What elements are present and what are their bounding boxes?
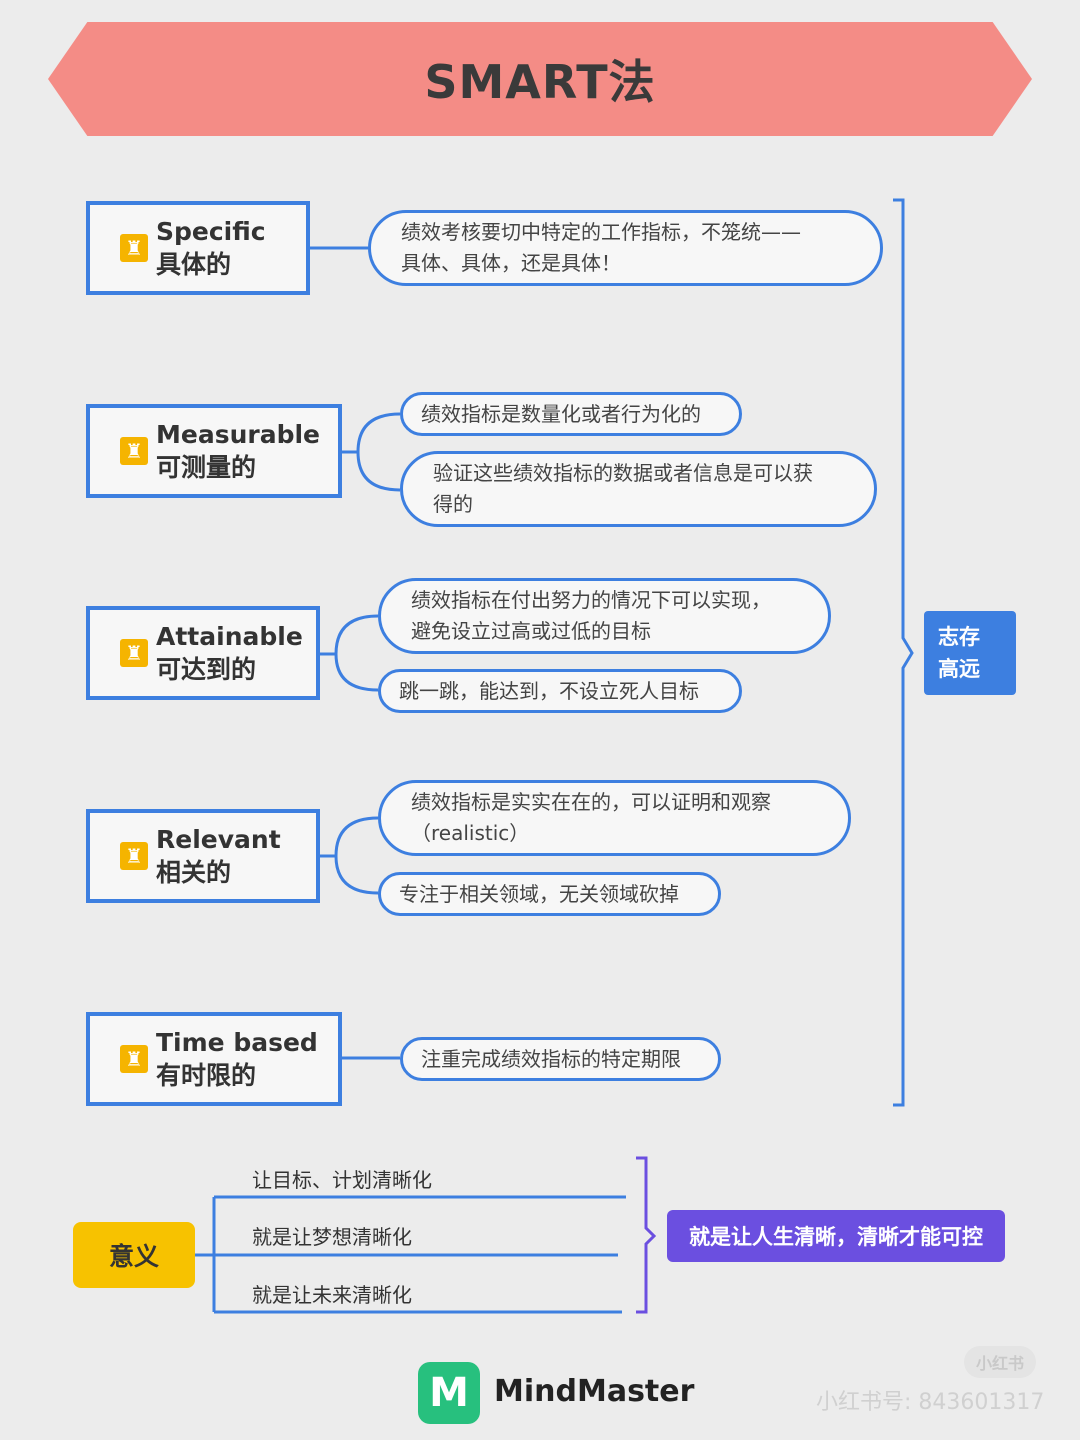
meaning-item: 让目标、计划清晰化 [252, 1168, 432, 1192]
description-line: 验证这些绩效指标的数据或者信息是可以获 [433, 461, 813, 485]
category-zh-label: 具体的 [156, 250, 232, 279]
description-line: 注重完成绩效指标的特定期限 [421, 1046, 681, 1071]
description-line: 跳一跳，能达到，不设立死人目标 [399, 678, 699, 703]
description-line: 得的 [433, 492, 473, 516]
meaning-item: 就是让梦想清晰化 [252, 1225, 412, 1249]
trophy-icon: ♜ [120, 842, 148, 870]
description-line: 专注于相关领域，无关领域砍掉 [399, 881, 679, 906]
title-banner: SMART法 [48, 22, 1032, 136]
category-zh-label: 相关的 [156, 858, 232, 887]
description-pill: 绩效指标是数量化或者行为化的 [400, 392, 742, 436]
category-zh-label: 可达到的 [156, 655, 257, 684]
description-line: （realistic） [411, 821, 530, 845]
meaning-label: 意义 [73, 1222, 195, 1288]
result-line: 志存 [938, 625, 980, 649]
category-measurable: ♜ Measurable 可测量的 [86, 404, 342, 498]
meaning-item: 就是让未来清晰化 [252, 1283, 412, 1307]
meaning-result: 就是让人生清晰，清晰才能可控 [667, 1210, 1005, 1262]
trophy-icon: ♜ [120, 1045, 148, 1073]
category-en-label: Attainable [156, 622, 303, 651]
category-zh-label: 可测量的 [156, 453, 257, 482]
category-en-label: Measurable [156, 420, 321, 449]
description-pill: 验证这些绩效指标的数据或者信息是可以获 得的 [400, 451, 877, 527]
watermark-badge: 小红书 [964, 1346, 1036, 1378]
result-line: 高远 [938, 657, 980, 681]
description-line: 具体、具体，还是具体！ [401, 251, 621, 275]
description-pill: 绩效指标是实实在在的，可以证明和观察 （realistic） [378, 780, 851, 856]
trophy-icon: ♜ [120, 234, 148, 262]
page-title: SMART法 [424, 55, 656, 109]
description-line: 避免设立过高或过低的目标 [411, 619, 651, 643]
description-pill: 绩效指标在付出努力的情况下可以实现， 避免设立过高或过低的目标 [378, 578, 831, 654]
category-en-label: Time based [156, 1028, 318, 1057]
description-pill: 跳一跳，能达到，不设立死人目标 [378, 669, 742, 713]
trophy-icon: ♜ [120, 437, 148, 465]
category-relevant: ♜ Relevant 相关的 [86, 809, 320, 903]
brand-name: MindMaster [494, 1374, 695, 1409]
category-attainable: ♜ Attainable 可达到的 [86, 606, 320, 700]
description-line: 绩效指标是数量化或者行为化的 [421, 401, 701, 426]
description-pill: 专注于相关领域，无关领域砍掉 [378, 872, 721, 916]
category-en-label: Specific [156, 217, 266, 246]
description-line: 绩效考核要切中特定的工作指标，不笼统—— [401, 220, 801, 244]
category-zh-label: 有时限的 [156, 1061, 257, 1090]
description-pill: 注重完成绩效指标的特定期限 [400, 1037, 721, 1081]
watermark-id: 小红书号: 843601317 [816, 1390, 1045, 1415]
description-line: 绩效指标在付出努力的情况下可以实现， [411, 588, 771, 612]
category-time-based: ♜ Time based 有时限的 [86, 1012, 342, 1106]
description-pill: 绩效考核要切中特定的工作指标，不笼统—— 具体、具体，还是具体！ [368, 210, 883, 286]
category-en-label: Relevant [156, 825, 281, 854]
result-box: 志存 高远 [924, 611, 1016, 695]
trophy-icon: ♜ [120, 639, 148, 667]
description-line: 绩效指标是实实在在的，可以证明和观察 [411, 790, 771, 814]
mindmaster-logo-icon: M [418, 1362, 480, 1424]
category-specific: ♜ Specific 具体的 [86, 201, 310, 295]
